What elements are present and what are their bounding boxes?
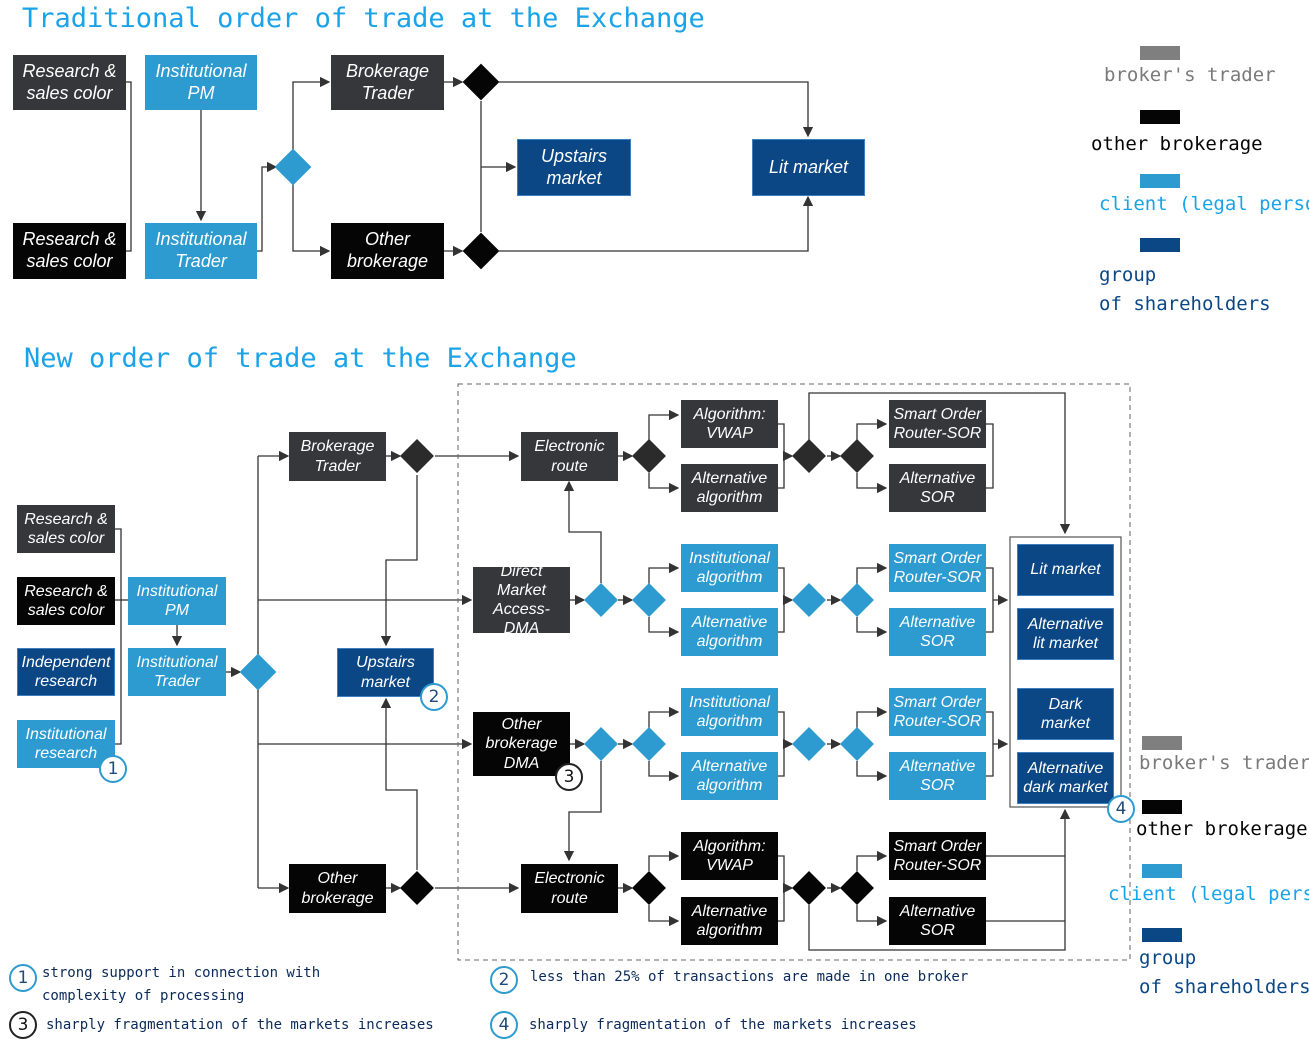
legend-brokers-trader: broker's trader [1104,64,1276,86]
alternative-sor-box: Alternative SOR [889,608,986,656]
brokerage-trader-box: Brokerage Trader [331,55,444,110]
smart-order-router-box: Smart Order Router-SOR [889,400,986,448]
legend-swatch-client [1140,174,1180,188]
legend-group: group [1099,264,1157,286]
direct-market-access-box: Direct Market Access-DMA [473,563,570,637]
independent-research-box: Independent research [17,648,115,696]
institutional-pm-box: Institutional PM [145,55,257,110]
footnote-2: less than 25% of transactions are made i… [530,969,969,985]
alternative-algorithm-box: Alternative algorithm [681,464,778,512]
brokerage-trader-box: Brokerage Trader [289,432,386,481]
smart-order-router-box: Smart Order Router-SOR [889,832,986,880]
institutional-algorithm-box: Institutional algorithm [681,688,778,736]
note-badge-1: 1 [99,755,127,783]
research-sales-color-box: Research & sales color [13,223,126,279]
footnote-badge-3: 3 [9,1011,37,1039]
alternative-sor-box: Alternative SOR [889,897,986,945]
footnote-badge-4: 4 [490,1011,518,1039]
institutional-trader-box: Institutional Trader [128,648,226,696]
other-brokerage-box: Other brokerage [331,223,444,279]
legend-of-shareholders: of shareholders [1139,976,1309,998]
algorithm-vwap-box: Algorithm: VWAP [681,400,778,448]
footnote-1-line-1: strong support in connection with [42,965,321,981]
alternative-algorithm-box: Alternative algorithm [681,897,778,945]
other-brokerage-box: Other brokerage [289,864,386,913]
legend-swatch-group [1142,928,1182,942]
research-sales-color-box: Research & sales color [17,505,115,553]
traditional-title: Traditional order of trade at the Exchan… [22,3,705,34]
institutional-research-box: Institutional research [17,720,115,768]
institutional-pm-box: Institutional PM [128,577,226,625]
legend-swatch-brokers-trader [1140,46,1180,60]
legend-group: group [1139,947,1197,969]
footnote-4: sharply fragmentation of the markets inc… [529,1017,917,1033]
legend-of-shareholders: of shareholders [1099,293,1271,315]
lit-market-box: Lit market [1017,544,1114,596]
legend-swatch-brokers-trader [1142,736,1182,750]
footnote-badge-2: 2 [490,966,518,994]
legend-swatch-other-brokerage [1140,110,1180,124]
diamond-decision [239,63,874,905]
legend-swatch-other-brokerage [1142,800,1182,814]
legend-swatch-group [1140,238,1180,252]
alternative-algorithm-box: Alternative algorithm [681,608,778,656]
research-sales-color-box: Research & sales color [13,55,126,110]
note-badge-4: 4 [1107,795,1135,823]
electronic-route-box: Electronic route [521,432,618,481]
other-brokerage-dma-box: Other brokerage DMA [473,712,570,776]
research-sales-color-box: Research & sales color [17,577,115,625]
dark-market-box: Dark market [1017,688,1114,740]
smart-order-router-box: Smart Order Router-SOR [889,688,986,736]
institutional-algorithm-box: Institutional algorithm [681,544,778,592]
legend-other-brokerage: other brokerage [1091,133,1263,155]
lit-market-box: Lit market [752,139,865,196]
legend-client: client (legal person) [1108,883,1309,905]
alternative-sor-box: Alternative SOR [889,464,986,512]
alternative-sor-box: Alternative SOR [889,752,986,800]
algorithm-vwap-box: Algorithm: VWAP [681,832,778,880]
footnote-badge-1: 1 [9,964,37,992]
alternative-algorithm-box: Alternative algorithm [681,752,778,800]
upstairs-market-box: Upstairs market [517,139,631,196]
alternative-lit-market-box: Alternative lit market [1017,608,1114,660]
alternative-dark-market-box: Alternative dark market [1017,752,1114,804]
smart-order-router-box: Smart Order Router-SOR [889,544,986,592]
note-badge-2: 2 [420,683,448,711]
new-order-title: New order of trade at the Exchange [24,343,577,374]
legend-swatch-client [1142,864,1182,878]
upstairs-market-box: Upstairs market [337,648,434,697]
note-badge-3: 3 [555,763,583,791]
electronic-route-box: Electronic route [521,864,618,913]
footnote-3: sharply fragmentation of the markets inc… [46,1017,434,1033]
legend-other-brokerage: other brokerage [1136,818,1308,840]
legend-brokers-trader: broker's trader [1139,752,1309,774]
institutional-trader-box: Institutional Trader [145,223,257,279]
legend-client: client (legal person) [1099,193,1309,215]
footnote-1-line-2: complexity of processing [42,988,245,1004]
